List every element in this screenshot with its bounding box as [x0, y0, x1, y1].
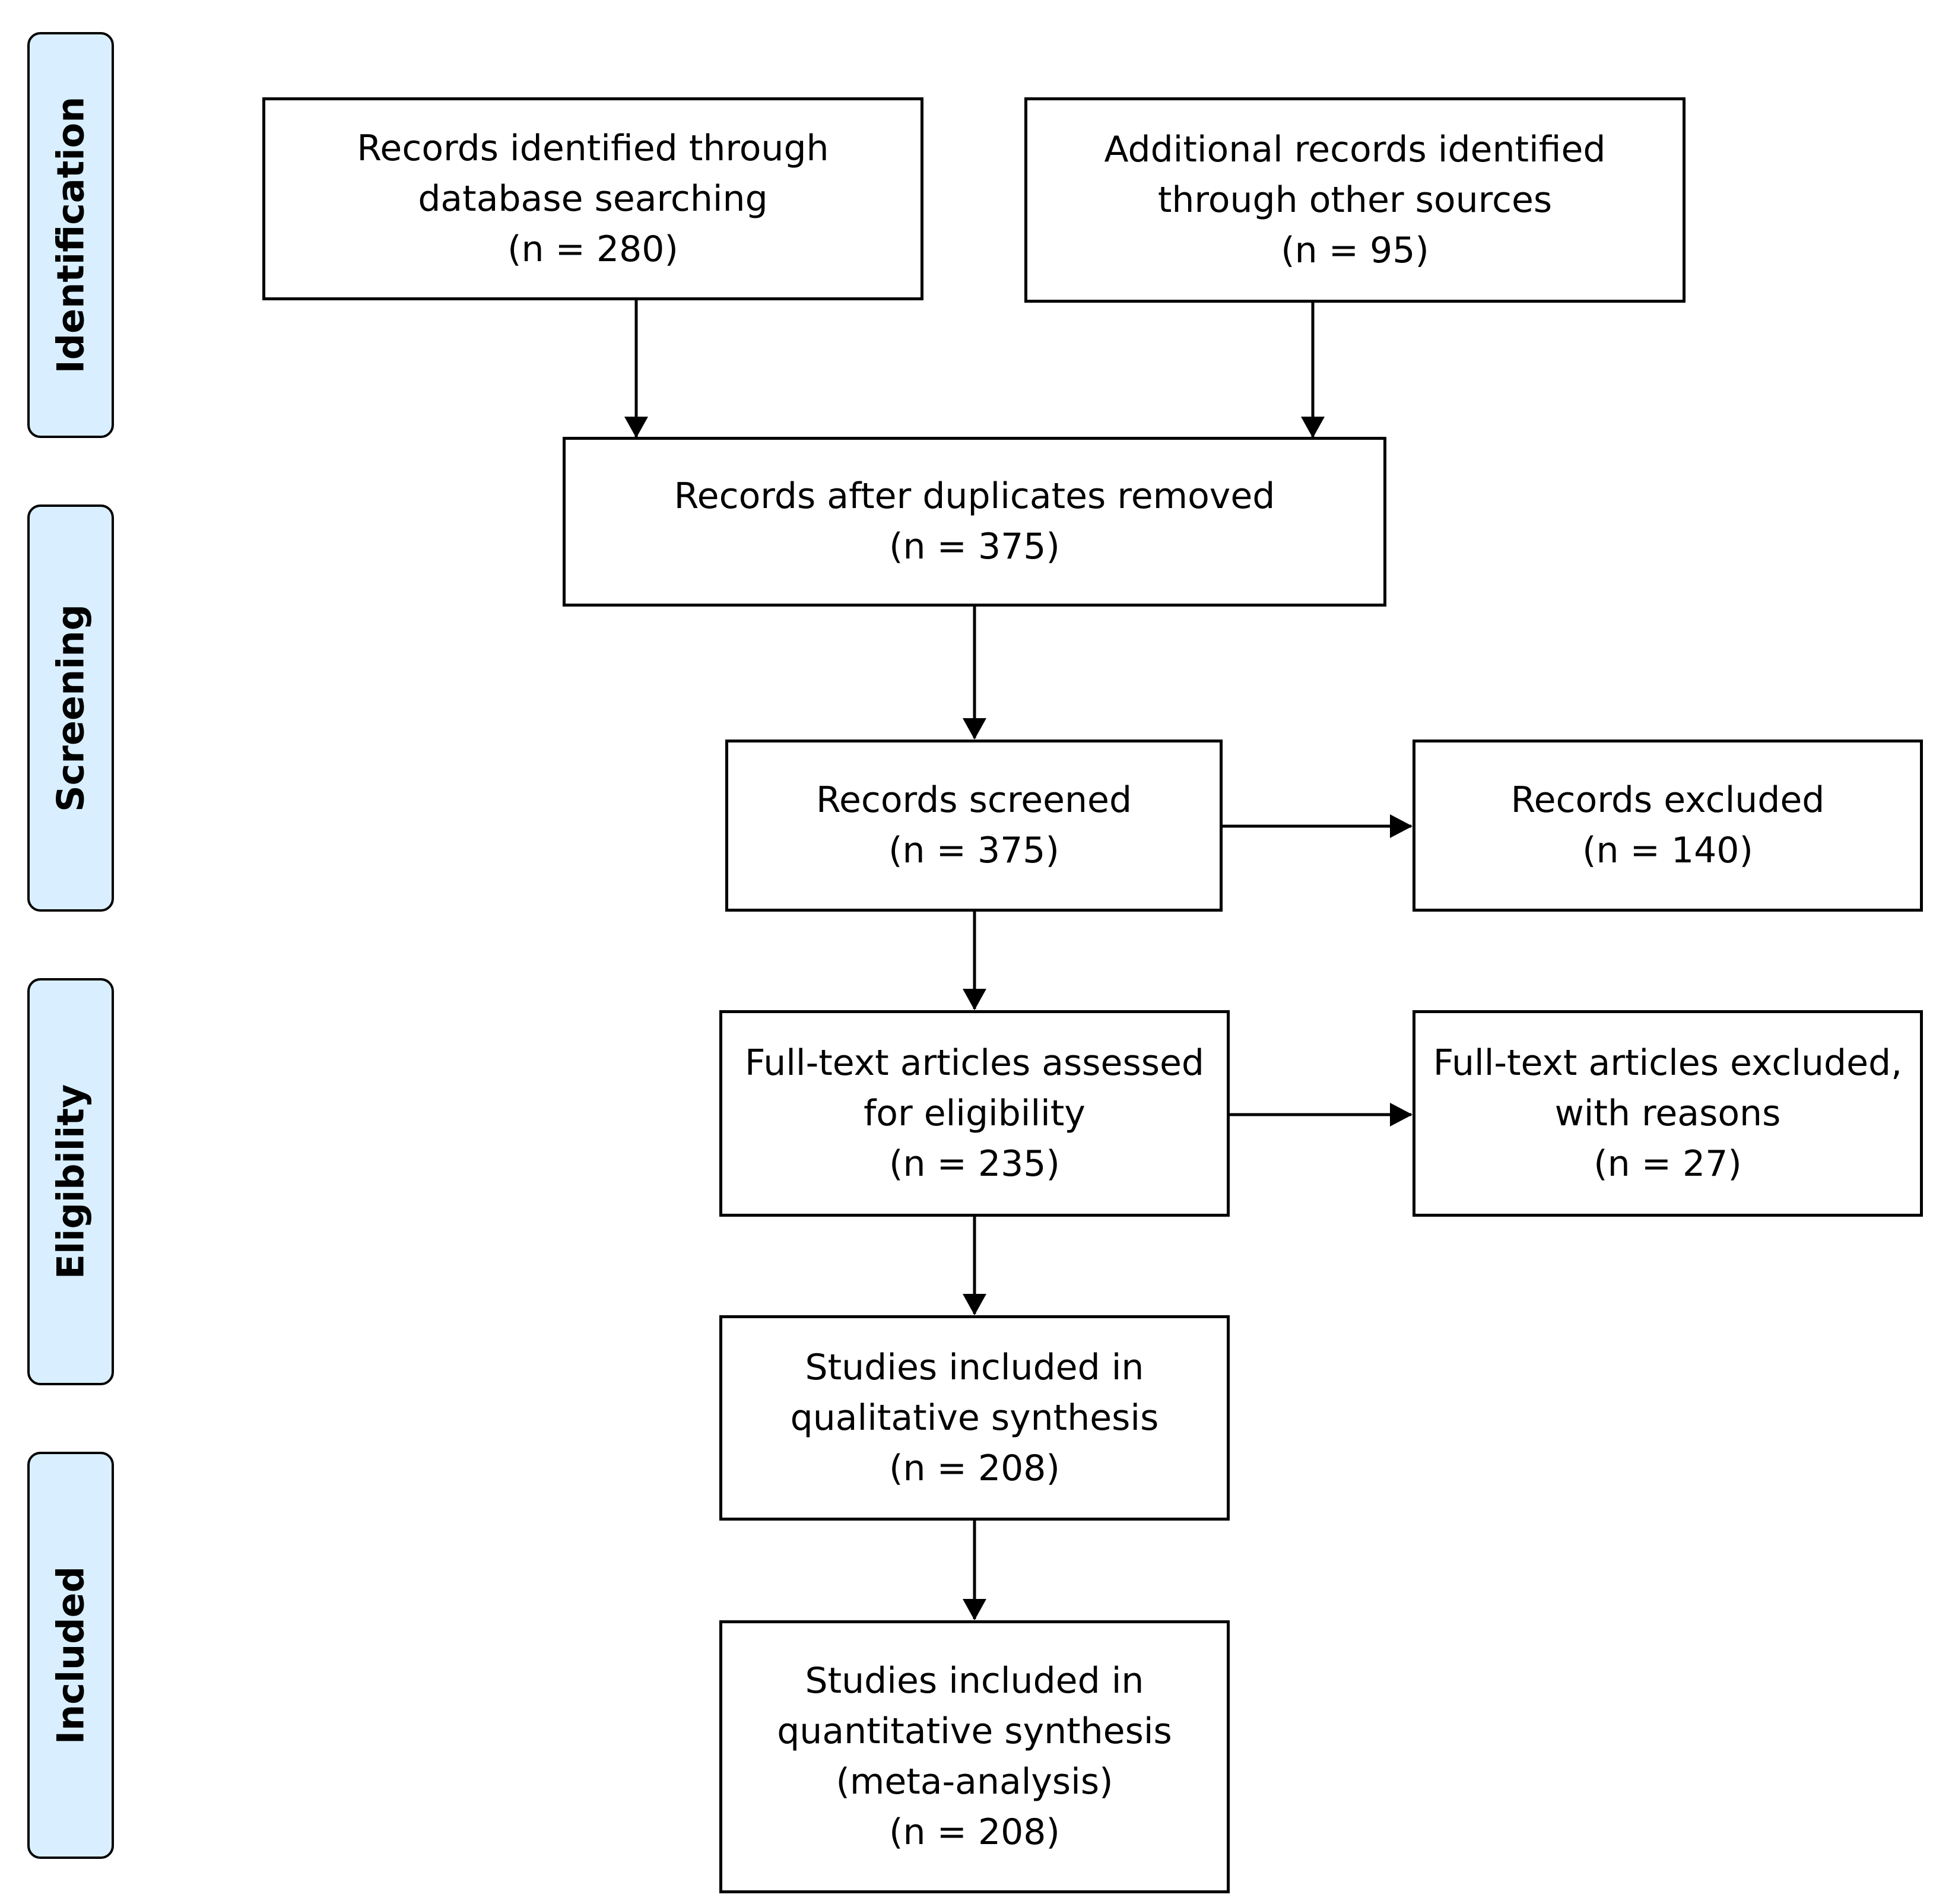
box-fulltext-assessed-count: (n = 235): [889, 1143, 1060, 1185]
box-qualitative-line-1: Studies included in: [805, 1346, 1144, 1388]
box-qualitative-synthesis: Studies included in qualitative synthesi…: [719, 1315, 1230, 1521]
box-screened-count: (n = 375): [888, 830, 1059, 871]
box-other-sources: Additional records identified through ot…: [1024, 97, 1686, 303]
box-fulltext-assessed: Full-text articles assessed for eligibil…: [719, 1010, 1230, 1217]
box-fulltext-excluded-line-1: Full-text articles excluded,: [1433, 1042, 1903, 1084]
arrowhead-database-to-deduplicated: [624, 417, 648, 438]
box-excluded-count: (n = 140): [1582, 830, 1753, 871]
box-fulltext-excluded: Full-text articles excluded, with reason…: [1413, 1010, 1923, 1217]
arrowhead-qualitative-to-quantitative: [963, 1599, 986, 1620]
box-quantitative-line-2: quantitative synthesis: [777, 1711, 1172, 1752]
box-after-duplicates-count: (n = 375): [889, 526, 1060, 567]
box-records-screened: Records screened (n = 375): [725, 740, 1223, 912]
stage-eligibility: Eligibility: [27, 978, 114, 1385]
box-quantitative-line-3: (meta-analysis): [836, 1761, 1113, 1803]
box-database-line-2: database searching: [418, 177, 768, 220]
stage-screening: Screening: [27, 504, 114, 912]
box-quantitative-synthesis: Studies included in quantitative synthes…: [719, 1620, 1230, 1893]
box-qualitative-line-2: qualitative synthesis: [790, 1397, 1159, 1439]
box-quantitative-count: (n = 208): [889, 1811, 1060, 1853]
stage-included: Included: [27, 1452, 114, 1859]
box-other-line-2: through other sources: [1157, 179, 1553, 221]
arrowhead-fulltext-to-qualitative: [963, 1294, 986, 1315]
arrowhead-screened-to-excluded: [1390, 814, 1413, 838]
box-after-duplicates: Records after duplicates removed (n = 37…: [563, 437, 1386, 607]
box-excluded-line-1: Records excluded: [1510, 779, 1825, 821]
arrowhead-deduplicated-to-screened: [963, 718, 986, 740]
box-fulltext-excluded-count: (n = 27): [1594, 1143, 1742, 1185]
box-after-duplicates-line-1: Records after duplicates removed: [674, 475, 1275, 517]
box-fulltext-excluded-line-2: with reasons: [1554, 1092, 1781, 1134]
box-database-line-1: Records identified through: [357, 127, 829, 169]
arrowhead-screened-to-fulltext: [963, 989, 986, 1010]
box-records-excluded: Records excluded (n = 140): [1413, 740, 1923, 912]
box-database-count: (n = 280): [507, 228, 678, 270]
box-other-count: (n = 95): [1281, 229, 1429, 271]
arrowhead-other-to-deduplicated: [1301, 417, 1325, 438]
box-quantitative-line-1: Studies included in: [805, 1660, 1144, 1702]
arrowhead-fulltext-to-excluded: [1390, 1103, 1413, 1126]
stage-identification: Identification: [27, 32, 114, 438]
box-qualitative-count: (n = 208): [889, 1447, 1060, 1489]
box-other-line-1: Additional records identified: [1104, 128, 1606, 170]
box-screened-line-1: Records screened: [815, 779, 1132, 821]
box-fulltext-assessed-line-2: for eligibility: [864, 1092, 1085, 1134]
box-fulltext-assessed-line-1: Full-text articles assessed: [745, 1042, 1204, 1084]
box-database-searching: Records identified through database sear…: [262, 97, 923, 300]
